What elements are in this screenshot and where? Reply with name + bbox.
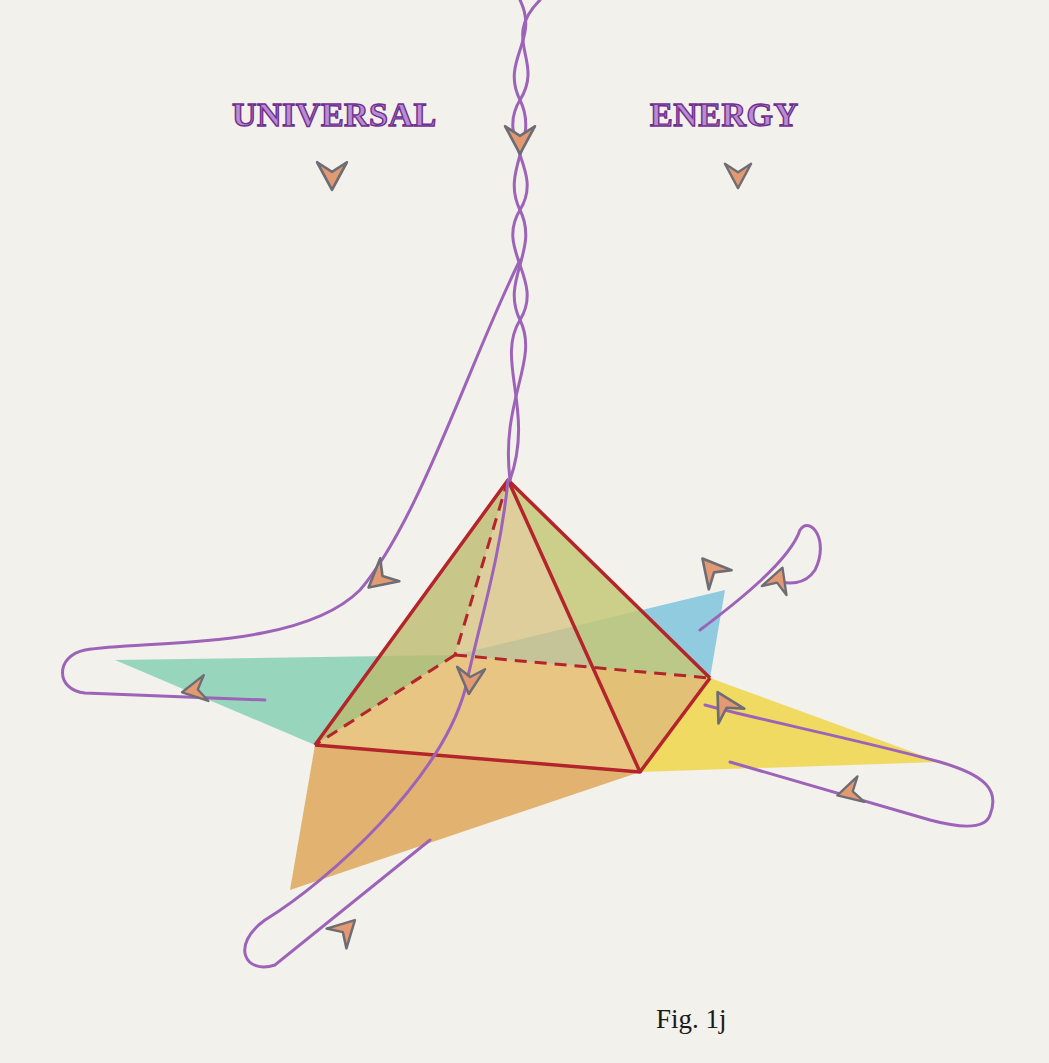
hidden-edges: [315, 480, 710, 745]
pyramid-edges: [315, 480, 710, 772]
figure-caption: Fig. 1j: [656, 1004, 727, 1035]
heading-word: ENERGY: [650, 96, 798, 134]
flow-arrowheads: [180, 126, 864, 948]
heading-word: UNIVERSAL: [232, 96, 437, 134]
front-face: [315, 480, 640, 772]
energy-flow-lines: [63, 0, 993, 967]
